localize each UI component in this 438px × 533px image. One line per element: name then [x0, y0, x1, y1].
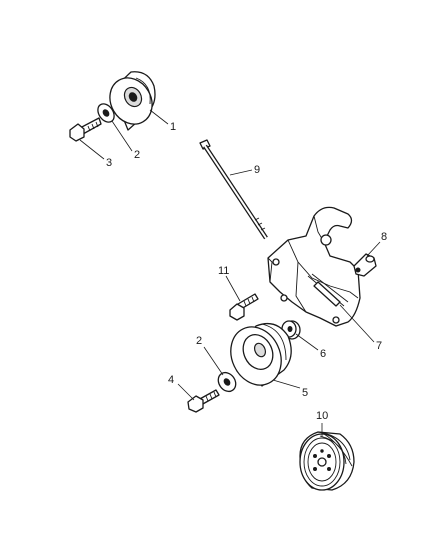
- idler-pulley-part-1: [109, 71, 156, 131]
- mounting-bracket-part-7: [267, 206, 361, 327]
- callout-2-upper: 2: [134, 149, 140, 161]
- bolt-part-3: [69, 117, 102, 142]
- callout-2-lower: 2: [196, 335, 202, 347]
- callout-7: 7: [376, 340, 382, 352]
- callout-3: 3: [106, 157, 112, 169]
- callout-6: 6: [320, 348, 326, 360]
- damper-pulley-part-10: [299, 431, 355, 491]
- callout-8: 8: [381, 231, 387, 243]
- washer-part-2-upper: [97, 103, 115, 123]
- long-bolt-part-9: [199, 139, 268, 240]
- callout-9: 9: [254, 164, 260, 176]
- stud-part-8: [353, 253, 377, 277]
- leader-lines: [79, 109, 381, 437]
- callout-11: 11: [218, 265, 229, 277]
- callout-10: 10: [316, 410, 328, 422]
- bolt-part-4: [187, 389, 220, 413]
- callout-4: 4: [168, 374, 174, 386]
- callout-1: 1: [170, 121, 176, 133]
- pulley-part-5: [230, 322, 292, 387]
- bolt-part-11: [229, 293, 259, 321]
- callout-5: 5: [302, 387, 308, 399]
- washer-part-2-lower: [217, 371, 237, 393]
